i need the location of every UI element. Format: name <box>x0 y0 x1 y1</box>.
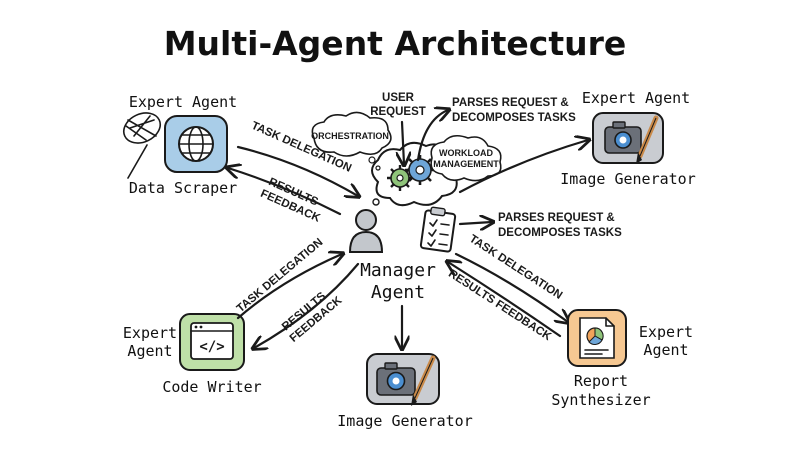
code-window-icon: </> <box>190 322 234 360</box>
parses-arrow-top <box>416 110 448 162</box>
image-generator-bottom-name: Image Generator <box>337 412 472 430</box>
user-request-arrow <box>402 120 404 164</box>
image-generator-top-name: Image Generator <box>560 170 695 188</box>
code-glyph: </> <box>199 339 224 355</box>
code-writer-role-line2: Agent <box>127 342 172 360</box>
results-feedback-arrow-report <box>448 262 562 338</box>
report-synthesizer-agent: Expert Agent Report Synthesizer <box>551 309 693 409</box>
data-scraper-name: Data Scraper <box>129 179 237 197</box>
task-delegation-arrow-report <box>454 252 568 322</box>
workload-label-line1: WORKLOAD <box>439 148 493 158</box>
image-generator-bottom-agent: Image Generator <box>337 353 473 430</box>
orchestration-cloud: ORCHESTRATION <box>311 111 392 171</box>
report-role-line1: Expert <box>639 323 693 341</box>
code-writer-name: Code Writer <box>162 378 261 396</box>
report-name-line2: Synthesizer <box>551 391 650 409</box>
data-scraper-role: Expert Agent <box>129 93 237 111</box>
report-role-line2: Agent <box>643 341 688 359</box>
parses-right-line1: PARSES REQUEST & <box>498 212 615 224</box>
manager-name-line2: Agent <box>371 282 425 303</box>
parses-top-line2: DECOMPOSES TASKS <box>452 112 576 124</box>
results-feedback-arrow-scraper <box>228 168 342 216</box>
globe-icon <box>178 126 214 162</box>
code-writer-agent: Expert Agent </> Code Writer <box>123 313 262 396</box>
data-scraper-agent: Expert Agent Data Scraper <box>122 93 237 197</box>
net-icon <box>122 112 162 179</box>
workload-label-line2: MANAGEMENT <box>433 159 499 169</box>
task-delegation-arrow-code <box>236 254 342 320</box>
workload-cloud: WORKLOAD MANAGEMENT <box>430 134 502 182</box>
parses-top-line1: PARSES REQUEST & <box>452 97 569 109</box>
diagram-title: Multi-Agent Architecture <box>164 24 627 63</box>
paintbrush-icon <box>636 115 659 164</box>
orchestration-label: ORCHESTRATION <box>311 131 389 141</box>
paintbrush-icon <box>411 355 436 406</box>
manager-name-line1: Manager <box>360 260 436 281</box>
results-feedback-arrow-code <box>254 262 360 348</box>
manager-agent: Manager Agent <box>348 141 459 303</box>
parses-right-line2: DECOMPOSES TASKS <box>498 227 622 239</box>
task-delegation-arrow-scraper <box>236 145 358 196</box>
user-request-line1: USER <box>382 92 415 104</box>
image-generator-top-role: Expert Agent <box>582 89 690 107</box>
camera-icon <box>604 121 642 154</box>
image-generator-top-agent: Expert Agent Image Generator <box>560 89 695 188</box>
code-writer-role-line1: Expert <box>123 324 177 342</box>
parses-arrow-right <box>458 222 492 224</box>
report-chart-icon <box>579 317 615 359</box>
manager-person-icon <box>348 209 384 253</box>
camera-icon <box>376 362 416 396</box>
report-name-line1: Report <box>574 372 628 390</box>
user-request-line2: REQUEST <box>370 106 426 118</box>
gear-icon-large <box>405 155 435 185</box>
arrow-to-image-generator-top <box>458 140 588 194</box>
clipboard-icon <box>419 206 457 253</box>
